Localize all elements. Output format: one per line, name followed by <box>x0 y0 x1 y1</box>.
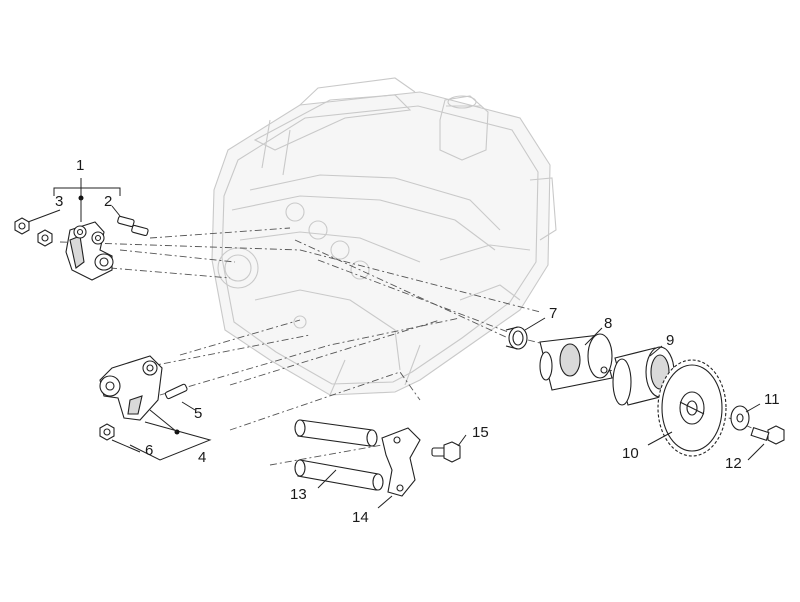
label-part-5: 5 <box>194 405 202 422</box>
adjusting-screw-lower <box>164 383 188 400</box>
cylinder-head-ghost <box>211 77 557 396</box>
rocker-arm-upper <box>65 221 114 281</box>
label-part-1: 1 <box>76 157 84 174</box>
camshaft <box>539 333 613 391</box>
leader-lines <box>27 178 765 509</box>
roller-bearing <box>612 346 675 406</box>
rocker-arm-lower <box>99 355 163 421</box>
label-part-11: 11 <box>764 391 780 408</box>
label-part-9: 9 <box>666 332 674 349</box>
needle-bearing-small <box>505 326 528 350</box>
label-part-7: 7 <box>549 305 557 322</box>
label-part-3: 3 <box>55 193 63 210</box>
adjusting-screws-upper <box>117 215 149 237</box>
label-part-6: 6 <box>145 442 153 459</box>
label-part-2: 2 <box>104 193 112 210</box>
label-part-15: 15 <box>472 424 489 441</box>
part-labels: 1 2 3 4 5 6 7 8 9 10 11 12 13 14 15 <box>55 157 780 526</box>
timing-sprocket <box>657 359 727 457</box>
sprocket-bolt <box>750 425 785 445</box>
label-part-14: 14 <box>352 509 369 526</box>
label-part-8: 8 <box>604 315 612 332</box>
rocker-shafts <box>294 419 384 491</box>
nut-lower <box>99 423 115 441</box>
retaining-plate <box>381 427 421 497</box>
nuts-upper <box>14 217 53 247</box>
label-part-4: 4 <box>198 449 206 466</box>
label-part-13: 13 <box>290 486 307 503</box>
label-part-10: 10 <box>622 445 639 462</box>
label-part-12: 12 <box>725 455 742 472</box>
washer <box>730 405 750 431</box>
plate-screw <box>431 441 461 463</box>
